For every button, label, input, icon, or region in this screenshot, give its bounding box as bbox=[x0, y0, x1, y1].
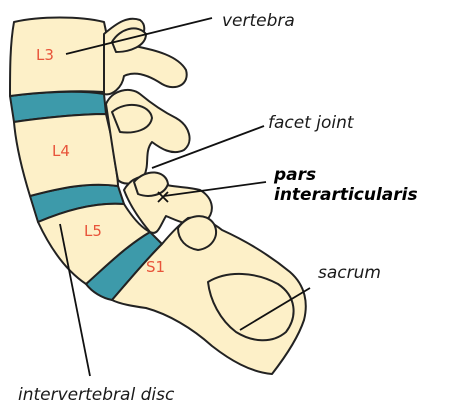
label-sacrum: sacrum bbox=[318, 263, 381, 283]
vertebra-l4-process bbox=[106, 90, 190, 184]
vertebra-l5-facet bbox=[134, 172, 168, 195]
label-l4: L4 bbox=[52, 142, 70, 160]
vertebra-l3-body bbox=[10, 18, 110, 97]
label-vertebra: vertebra bbox=[222, 11, 295, 31]
label-facet-joint: facet joint bbox=[268, 113, 355, 133]
label-pars-line2: interarticularis bbox=[274, 185, 418, 205]
label-pars-line1: pars bbox=[273, 165, 316, 185]
vertebra-l3-process bbox=[104, 19, 187, 95]
label-l3: L3 bbox=[36, 46, 54, 64]
label-s1: S1 bbox=[146, 258, 165, 276]
vertebra-l4-facet bbox=[112, 105, 152, 133]
label-l5: L5 bbox=[84, 222, 102, 240]
label-intervertebral-disc: intervertebral disc bbox=[18, 385, 175, 405]
